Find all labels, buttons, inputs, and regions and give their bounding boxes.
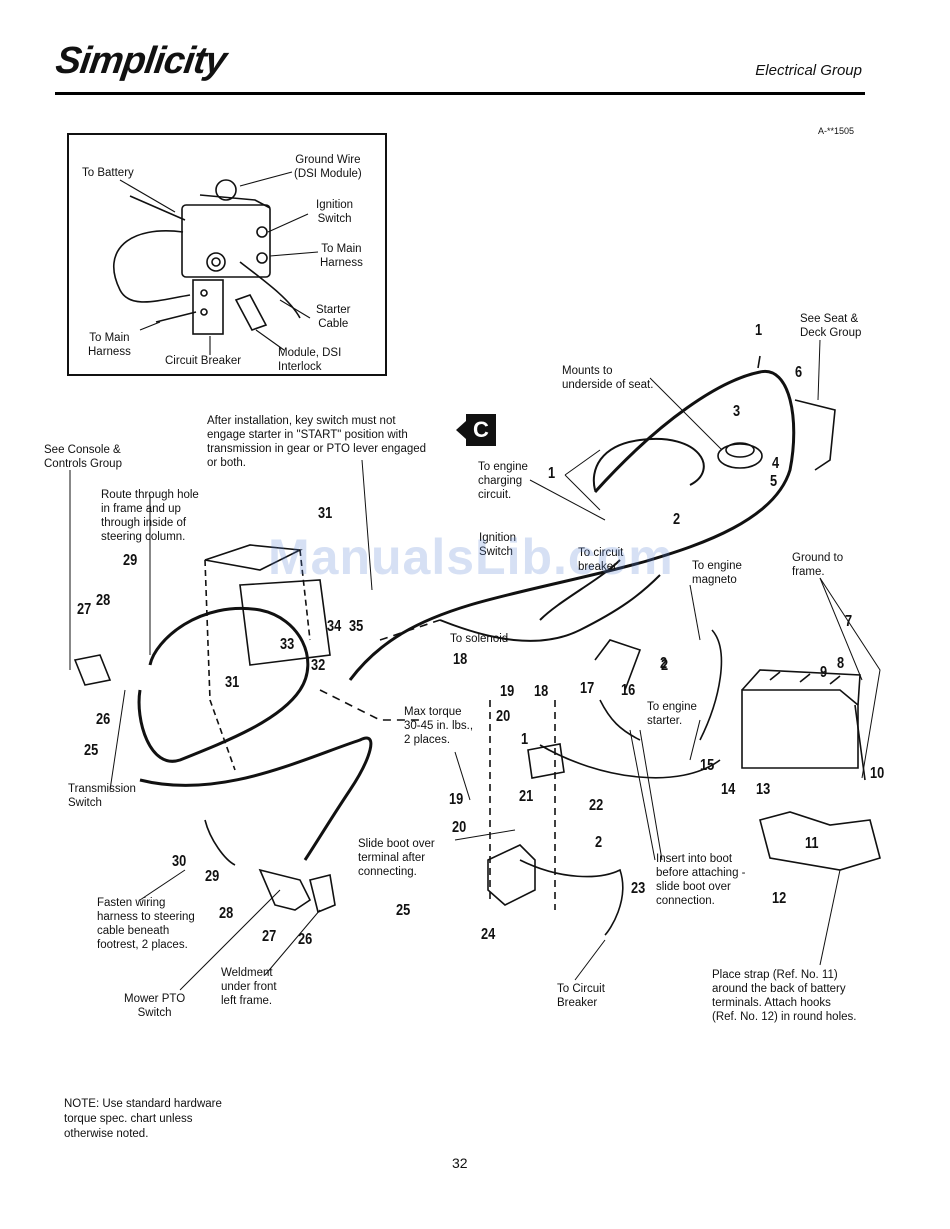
page-number: 32 — [452, 1155, 468, 1171]
part-number: 6 — [795, 364, 803, 381]
part-number: 27 — [262, 928, 277, 945]
part-number: 14 — [721, 781, 736, 798]
part-number: 4 — [772, 455, 780, 472]
part-number: 18 — [453, 651, 468, 668]
part-number: 2 — [660, 655, 668, 672]
part-number: 13 — [756, 781, 771, 798]
part-number: 2 — [673, 511, 681, 528]
part-number: 28 — [219, 905, 234, 922]
callout-to-circuit-breaker-top: To circuit breaker — [578, 547, 624, 573]
part-number: 25 — [84, 742, 99, 759]
watermark: ManualsLib.com — [268, 529, 674, 585]
inset-detail-box — [67, 133, 387, 376]
header-rule — [55, 92, 865, 95]
hardware-note: NOTE: Use standard hardware torque spec.… — [64, 1098, 222, 1140]
label-ground-wire: Ground Wire (DSI Module) — [294, 154, 362, 180]
callout-ignition-switch: Ignition Switch — [479, 532, 517, 558]
callout-route: Route through hole in frame and up throu… — [101, 489, 199, 543]
part-number: 22 — [589, 797, 604, 814]
callout-to-engine-charging: To engine charging circuit. — [478, 461, 528, 501]
callout-fasten-wiring: Fasten wiring harness to steering cable … — [97, 897, 195, 951]
part-number: 27 — [77, 601, 92, 618]
part-number: 31 — [225, 674, 240, 691]
part-number: 26 — [96, 711, 111, 728]
part-number: 21 — [519, 788, 534, 805]
part-number: 1 — [755, 322, 763, 339]
callout-mounts: Mounts to underside of seat. — [562, 365, 654, 391]
callout-insert-boot: Insert into boot before attaching - slid… — [656, 853, 746, 907]
label-starter-cable: Starter Cable — [316, 304, 351, 330]
part-number: 32 — [311, 657, 326, 674]
part-number: 9 — [820, 664, 828, 681]
part-number: 1 — [521, 731, 529, 748]
part-number: 29 — [205, 868, 220, 885]
part-number: 19 — [449, 791, 464, 808]
callout-transmission-switch: Transmission Switch — [68, 783, 136, 809]
callout-to-engine-magneto: To engine magneto — [692, 560, 742, 586]
part-number: 31 — [318, 505, 333, 522]
part-number: 34 — [327, 618, 342, 635]
callout-after-installation: After installation, key switch must not … — [207, 415, 427, 469]
part-number: 2 — [661, 657, 669, 674]
callout-ground-to-frame: Ground to frame. — [792, 552, 844, 578]
section-c-tag: C — [456, 414, 496, 446]
part-number: 35 — [349, 618, 364, 635]
part-number: 8 — [837, 655, 845, 672]
part-number: 3 — [733, 403, 741, 420]
part-number: 23 — [631, 880, 646, 897]
part-number: 20 — [452, 819, 467, 836]
part-number: 30 — [172, 853, 187, 870]
part-number: 10 — [870, 765, 885, 782]
part-number: 11 — [805, 835, 819, 852]
callout-to-engine-starter: To engine starter. — [647, 701, 697, 727]
part-number: 16 — [621, 682, 636, 699]
part-number: 2 — [595, 834, 603, 851]
callout-see-seat: See Seat & Deck Group — [800, 313, 862, 339]
callout-place-strap: Place strap (Ref. No. 11) around the bac… — [712, 969, 857, 1023]
part-number: 33 — [280, 636, 295, 653]
label-to-main-harness-left: To Main Harness — [88, 332, 131, 358]
document-id: A-**1505 — [818, 126, 855, 136]
part-number: 29 — [123, 552, 138, 569]
label-ignition-switch: Ignition Switch — [316, 199, 354, 225]
callout-slide-boot: Slide boot over terminal after connectin… — [358, 838, 435, 878]
part-number: 15 — [700, 757, 715, 774]
part-number: 7 — [845, 613, 853, 630]
part-number: 12 — [772, 890, 787, 907]
part-number: 20 — [496, 708, 511, 725]
callout-to-solenoid: To solenoid — [450, 633, 509, 645]
part-number: 5 — [770, 473, 778, 490]
inset-switch-assembly — [113, 179, 301, 335]
part-number: 24 — [481, 926, 496, 943]
part-number: 17 — [580, 680, 595, 697]
part-number: 26 — [298, 931, 313, 948]
part-number: 18 — [534, 683, 549, 700]
callout-weldment: Weldment under front left frame. — [221, 967, 277, 1007]
part-number: 1 — [548, 465, 556, 482]
label-dsi-module: Module, DSI Interlock — [278, 347, 342, 373]
part-number: 28 — [96, 592, 111, 609]
callout-see-console: See Console & Controls Group — [44, 444, 122, 470]
callout-to-circuit-breaker-bottom: To Circuit Breaker — [557, 983, 605, 1009]
label-circuit-breaker: Circuit Breaker — [165, 355, 242, 367]
label-to-main-harness-right: To Main Harness — [320, 243, 363, 269]
callout-max-torque: Max torque 30-45 in. lbs., 2 places. — [404, 706, 474, 746]
section-title: Electrical Group — [755, 62, 862, 79]
part-number: 19 — [500, 683, 515, 700]
part-number: 25 — [396, 902, 411, 919]
callout-mower-pto: Mower PTO Switch — [124, 993, 186, 1019]
label-to-battery: To Battery — [82, 167, 134, 179]
